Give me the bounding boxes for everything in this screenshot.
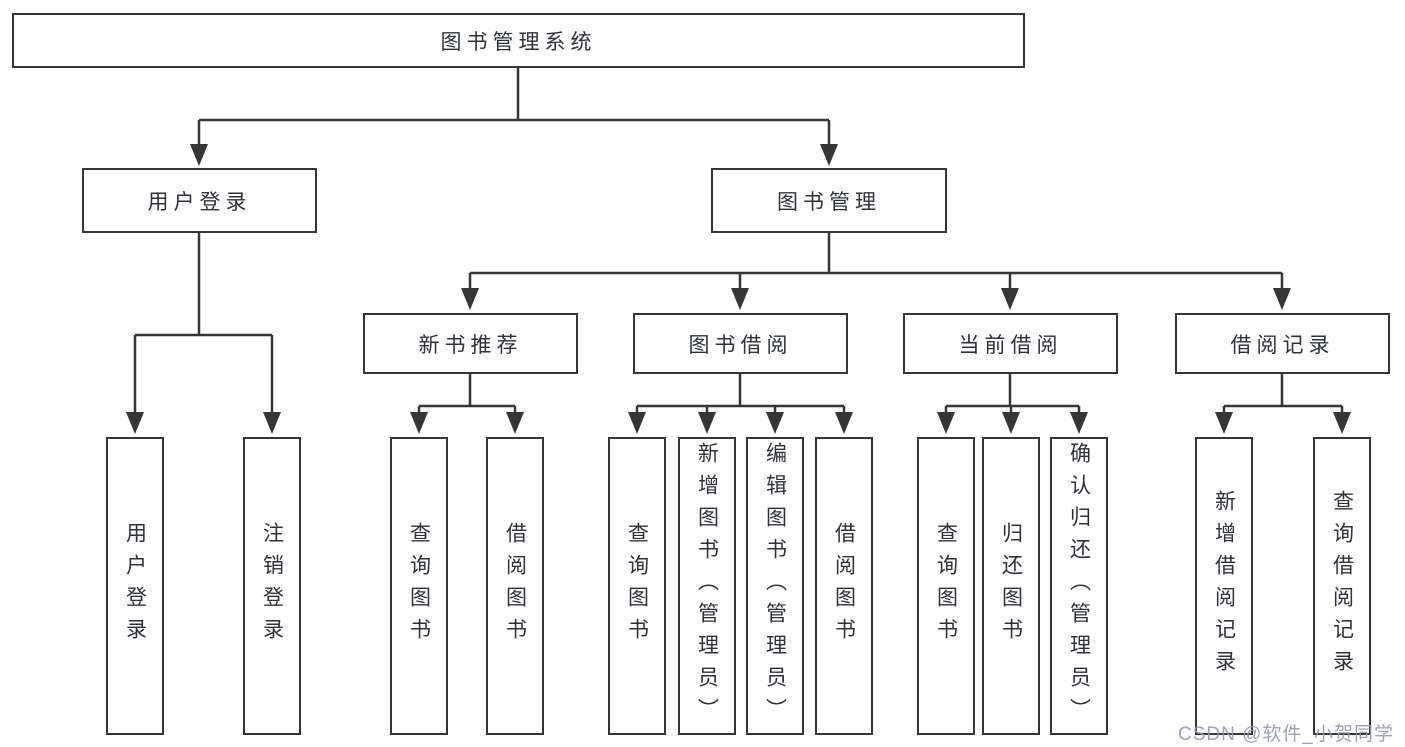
node-borrow-record: 借阅记录 — [1175, 313, 1390, 374]
csdn-watermark: CSDN @软件_小贺同学 — [1178, 724, 1394, 745]
node-leaf-return-book: 归还图书 — [982, 437, 1040, 735]
arrow-heads — [126, 144, 1351, 434]
node-leaf-edit-book-admin: 编辑图书（管理员） — [746, 437, 804, 735]
node-leaf-logout: 注销登录 — [243, 437, 301, 735]
node-library-system: 图书管理系统 — [12, 13, 1025, 68]
node-leaf-user-login: 用户登录 — [106, 437, 164, 735]
node-leaf-confirm-return-admin: 确认归还（管理员） — [1050, 437, 1108, 735]
node-leaf-query-book-2: 查询图书 — [608, 437, 666, 735]
node-leaf-add-borrow-record: 新增借阅记录 — [1195, 437, 1253, 735]
node-book-borrow: 图书借阅 — [633, 313, 848, 374]
node-leaf-borrow-book-1: 借阅图书 — [486, 437, 544, 735]
node-book-management-module: 图书管理 — [711, 168, 947, 233]
node-user-login-module: 用户登录 — [82, 168, 317, 233]
node-leaf-query-book-1: 查询图书 — [390, 437, 448, 735]
node-new-book-recommend: 新书推荐 — [363, 313, 578, 374]
node-leaf-query-borrow-record: 查询借阅记录 — [1313, 437, 1371, 735]
node-leaf-borrow-book-2: 借阅图书 — [815, 437, 873, 735]
node-leaf-query-book-3: 查询图书 — [917, 437, 975, 735]
node-current-borrow: 当前借阅 — [903, 313, 1118, 374]
node-leaf-add-book-admin: 新增图书（管理员） — [678, 437, 736, 735]
